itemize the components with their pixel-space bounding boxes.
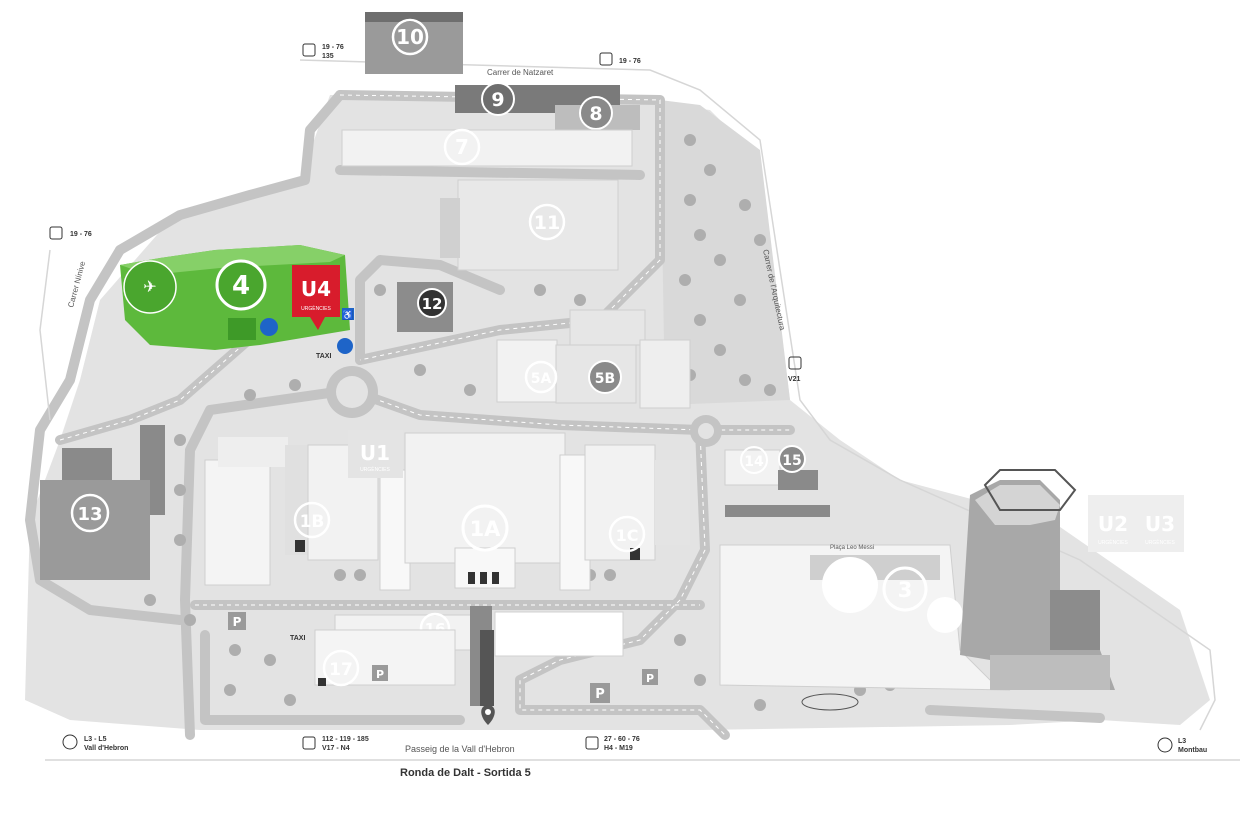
building-15-label: 15 [782,453,801,469]
building-10[interactable]: 10 [365,12,463,74]
building-13-label: 13 [77,504,102,525]
u1-sublabel: URGÈNCIES [360,466,390,473]
u2-u3-emergency-sign[interactable]: U2 U3 URGÈNCIES URGÈNCIES [1088,495,1184,552]
metro-icon [62,734,78,750]
outer-streets [39,59,1240,761]
building-17-label: 17 [329,660,353,680]
bus-stop-bottom-1-line2: V17 - N4 [322,745,350,752]
street-ninive: Carrer Nínive [66,260,87,309]
building-7[interactable]: 7 [341,128,633,167]
metro-icon [1157,737,1173,753]
street-passeig: Passeig de la Vall d'Hebron [405,744,515,754]
u2-label: U2 [1098,512,1128,536]
building-1b-label: 1B [300,512,325,532]
building-11[interactable]: 11 [440,179,619,271]
building-11-label: 11 [534,212,560,234]
metro-right-station: Montbau [1178,747,1207,754]
taxi-label-bottom: TAXI [290,635,305,642]
building-8[interactable]: 8 [555,96,640,130]
taxi-label-top: TAXI [316,353,331,360]
bus-icon [49,226,63,240]
bus-icon [302,736,316,750]
building-14-15[interactable]: 14 15 [724,445,830,517]
u4-sublabel: URGÈNCIES [301,305,331,312]
building-3[interactable]: 3 [719,544,1011,711]
bus-stop-bottom-2-line2: H4 - M19 [604,745,633,752]
parking-icon-4: P [646,672,654,685]
transit-stops: 19 - 76 135 19 - 76 19 - 76 V21 L3 - L5 … [49,43,1207,754]
building-9-label: 9 [491,89,504,111]
bus-icon [302,43,316,57]
trees [144,134,896,711]
u2-sublabel: URGÈNCIES [1098,539,1128,546]
building-12-label: 12 [422,295,443,313]
building-1a-label: 1A [470,517,502,541]
building-3-label: 3 [898,578,913,602]
placa-leo-messi-label: Plaça Leo Messi [830,545,874,551]
building-5[interactable]: 5A 5B [496,309,691,409]
u3-sublabel: URGÈNCIES [1145,539,1175,546]
bus-stop-bottom-1-line1: 112 - 119 - 185 [322,736,369,743]
accessible-icon-glyph: ♿ [342,309,353,320]
building-4-label: 4 [232,271,250,301]
helicopter-icon: ✈ [143,279,156,296]
u3-label: U3 [1145,512,1175,536]
building-7-label: 7 [455,135,469,159]
building-1c-label: 1C [616,526,639,545]
parking-icon-2: P [376,668,384,681]
bus-icon [585,736,599,750]
bus-stop-top-left-line1: 19 - 76 [322,44,344,51]
u1-label: U1 [360,441,390,465]
parking-icon-1: P [233,615,242,629]
building-10-label: 10 [396,25,424,49]
bus-stop-top-left-line2: 135 [322,53,334,60]
u4-label: U4 [301,277,331,301]
metro-right-line: L3 [1178,738,1186,745]
street-natzaret: Carrer de Natzaret [487,68,554,77]
bus-stop-icon [337,338,353,354]
u1-emergency-sign[interactable]: U1 URGÈNCIES [348,430,403,478]
tower-building[interactable] [960,469,1115,690]
staircase [470,606,494,706]
bus-icon [788,356,802,370]
metro-left-lines: L3 - L5 [84,736,107,743]
parking-icon-3: P [595,687,605,702]
helipad [123,260,177,314]
bus-stop-right: V21 [788,376,801,383]
u4-emergency-sign[interactable]: U4 URGÈNCIES [292,265,340,330]
bus-stop-bottom-2-line1: 27 - 60 - 76 [604,736,640,743]
building-12[interactable]: 12 [397,282,453,332]
building-13[interactable]: 13 [40,425,165,580]
building-1[interactable]: 1B 1A 1C [204,432,690,591]
metro-left-station: Vall d'Hebron [84,745,128,752]
bus-icon [599,52,613,66]
accessible-icon [342,308,354,320]
building-5a-label: 5A [531,371,552,387]
building-14-label: 14 [744,454,764,470]
building-8-label: 8 [589,103,602,125]
bus-stop-left: 19 - 76 [70,231,92,238]
street-ronda: Ronda de Dalt - Sortida 5 [400,767,531,779]
parking-icons: P P P P [228,612,658,703]
bus-stop-top-right: 19 - 76 [619,58,641,65]
building-5b-label: 5B [595,371,615,387]
pedestrian-access-icon [260,318,278,336]
